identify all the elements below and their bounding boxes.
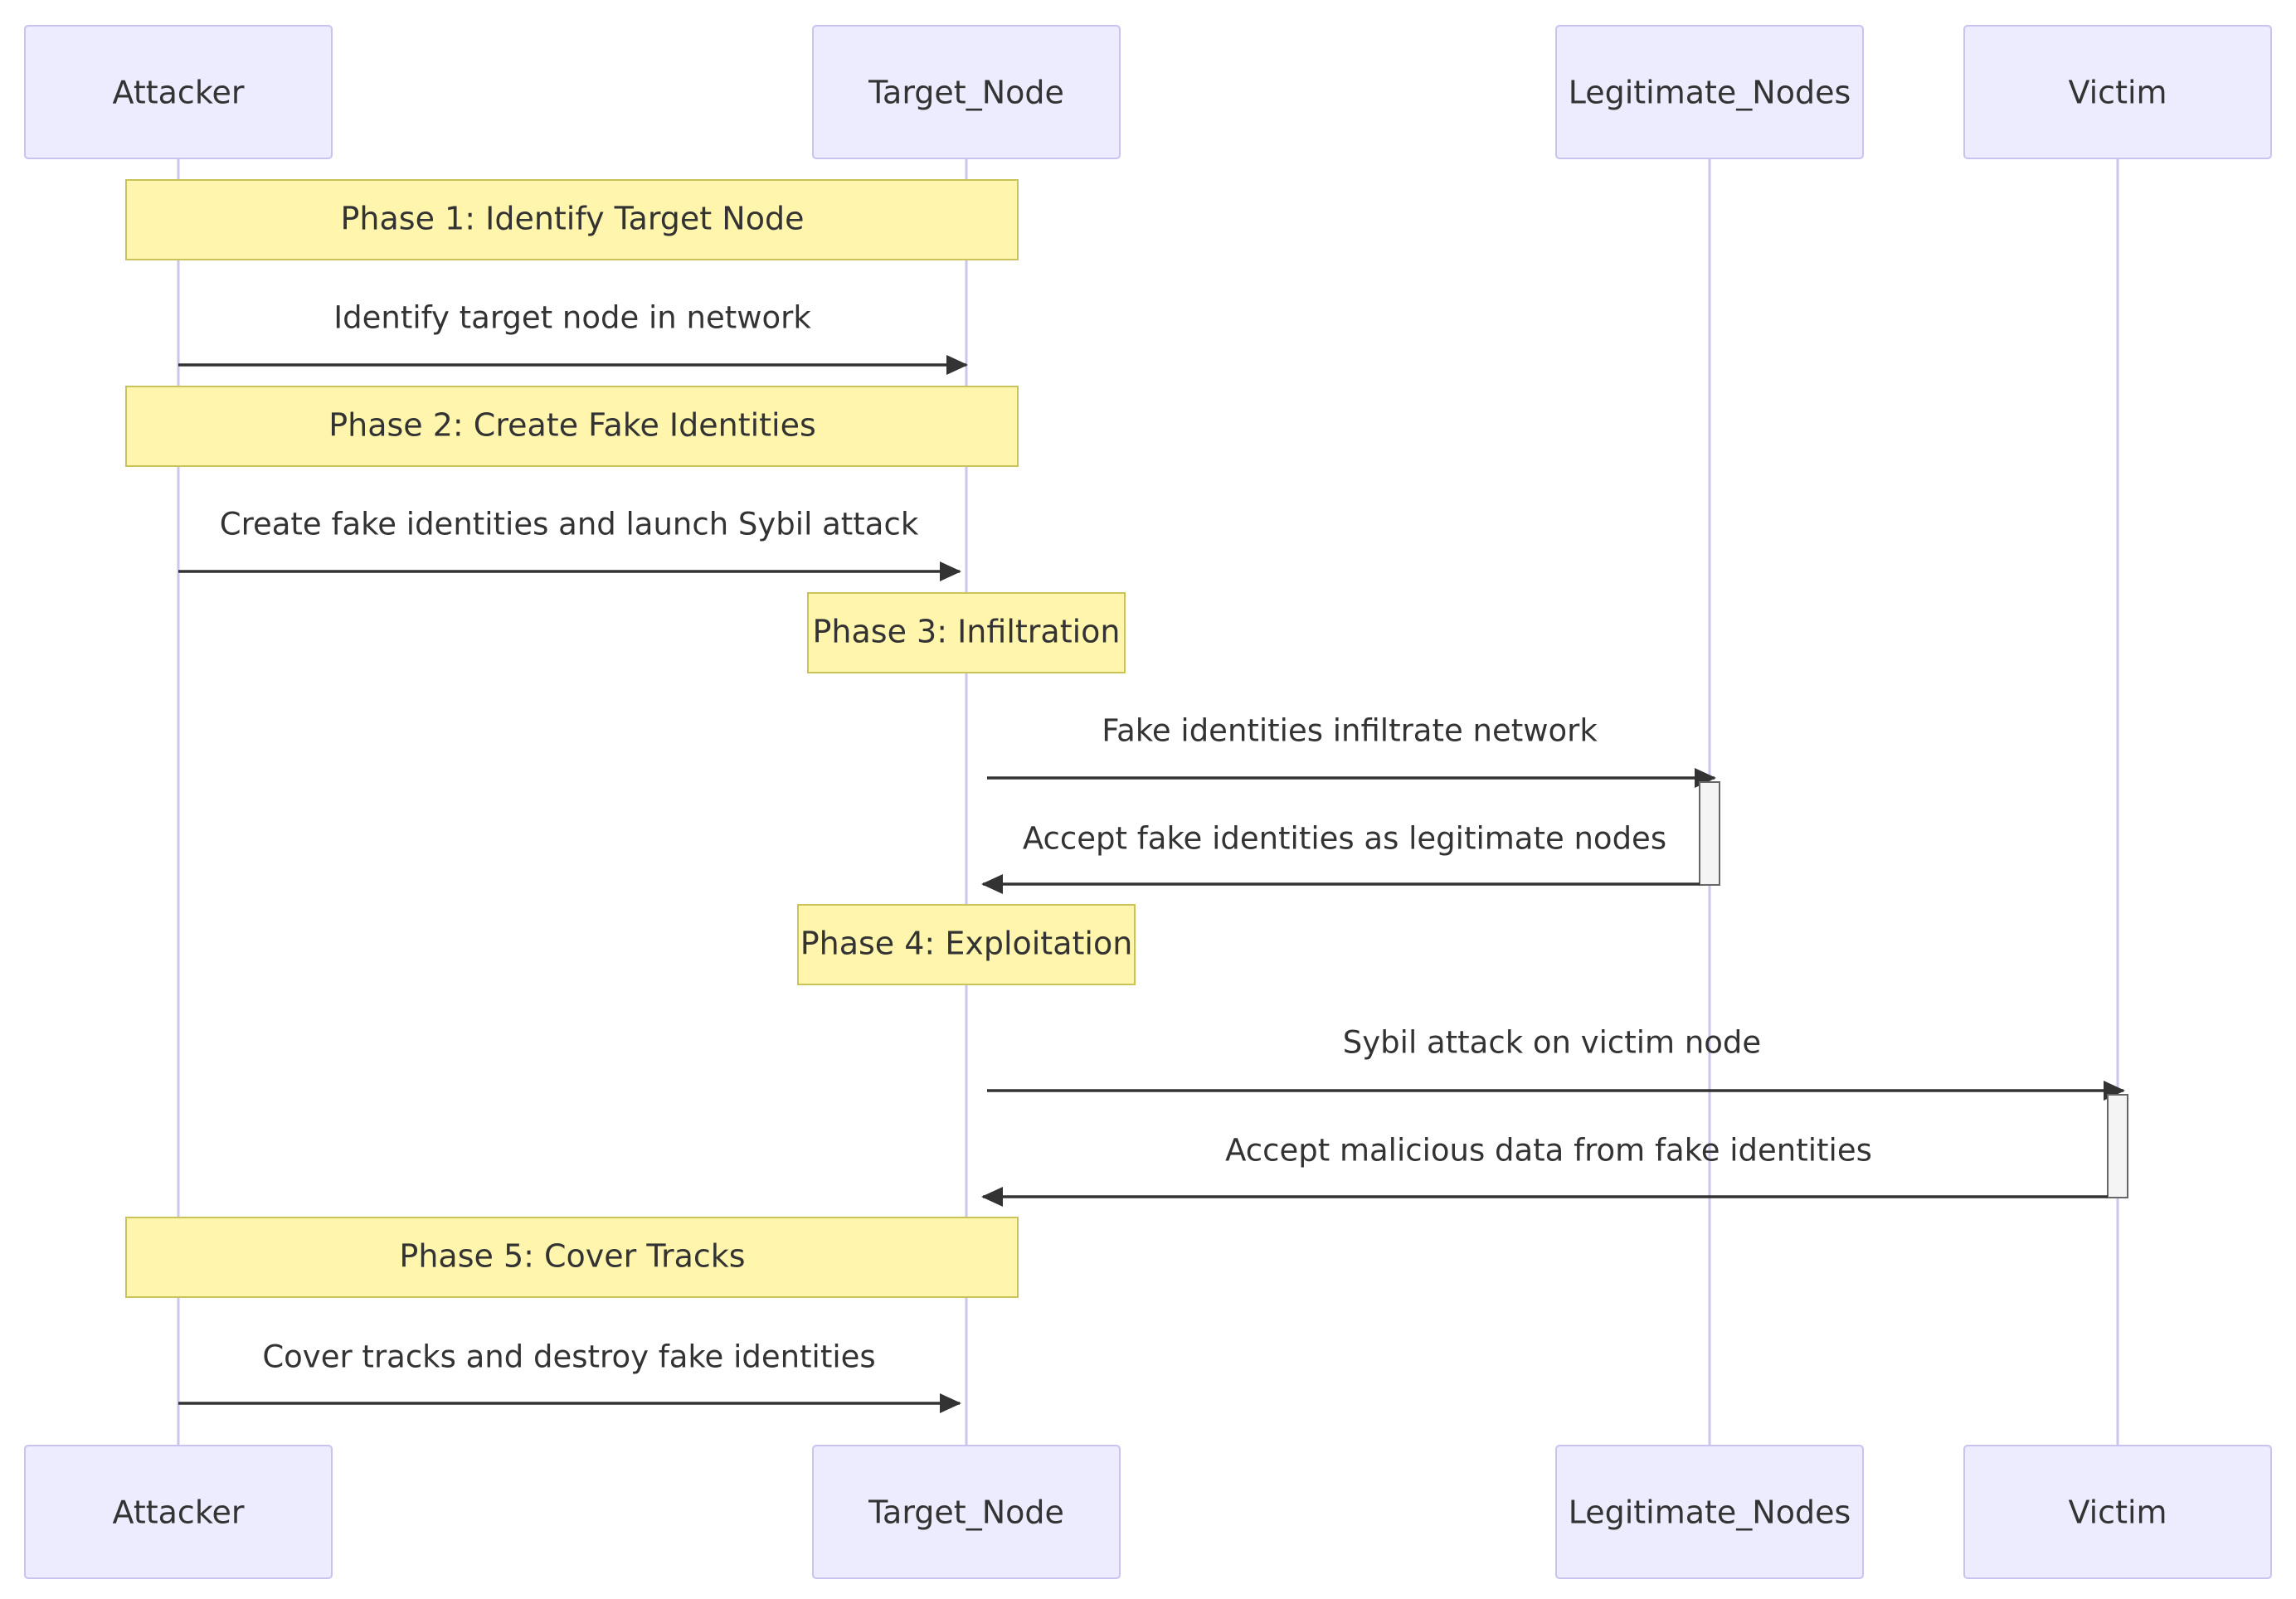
participant-attacker-top: Attacker [24, 25, 333, 159]
message-label: Sybil attack on victim node [1343, 1025, 1761, 1061]
participant-target-node-bottom: Target_Node [812, 1445, 1121, 1579]
message-create-fake-identities: Create fake identities and launch Sybil … [178, 507, 961, 581]
message-infiltrate: Fake identities infiltrate network [987, 713, 1716, 788]
participant-label: Legitimate_Nodes [1569, 75, 1851, 111]
message-cover-tracks: Cover tracks and destroy fake identities [178, 1339, 961, 1413]
message-label: Accept fake identities as legitimate nod… [1023, 821, 1666, 857]
message-label: Cover tracks and destroy fake identities [262, 1339, 875, 1375]
note-phase-4: Phase 4: Exploitation [797, 904, 1136, 985]
participant-label: Victim [2068, 75, 2167, 111]
participant-target-node-top: Target_Node [812, 25, 1121, 159]
message-label: Fake identities infiltrate network [1102, 713, 1598, 749]
note-phase-1: Phase 1: Identify Target Node [125, 179, 1019, 260]
message-sybil-attack: Sybil attack on victim node [987, 1025, 2125, 1101]
activation-legitimate-nodes [1699, 781, 1720, 886]
note-label: Phase 4: Exploitation [800, 926, 1133, 962]
participant-legitimate-nodes-top: Legitimate_Nodes [1555, 25, 1864, 159]
message-accept-malicious-data: Accept malicious data from fake identiti… [981, 1133, 2108, 1207]
note-phase-5: Phase 5: Cover Tracks [125, 1217, 1019, 1298]
participant-label: Attacker [113, 75, 245, 111]
participant-label: Target_Node [868, 1495, 1064, 1531]
participant-victim-bottom: Victim [1963, 1445, 2272, 1579]
note-phase-3: Phase 3: Infiltration [807, 592, 1126, 673]
message-label: Identify target node in network [333, 300, 811, 336]
activation-victim [2107, 1094, 2128, 1198]
participant-victim-top: Victim [1963, 25, 2272, 159]
participant-label: Attacker [113, 1495, 245, 1531]
participant-legitimate-nodes-bottom: Legitimate_Nodes [1555, 1445, 1864, 1579]
message-label: Accept malicious data from fake identiti… [1225, 1133, 1872, 1169]
participant-label: Victim [2068, 1495, 2167, 1531]
note-label: Phase 2: Create Fake Identities [328, 407, 816, 444]
participant-attacker-bottom: Attacker [24, 1445, 333, 1579]
note-label: Phase 5: Cover Tracks [399, 1238, 745, 1275]
participant-label: Target_Node [868, 75, 1064, 111]
message-accept-fake-identities: Accept fake identities as legitimate nod… [981, 821, 1700, 894]
message-identify-target: Identify target node in network [178, 300, 968, 375]
note-label: Phase 1: Identify Target Node [341, 201, 805, 237]
note-label: Phase 3: Infiltration [813, 614, 1121, 650]
message-label: Create fake identities and launch Sybil … [220, 507, 919, 542]
participant-label: Legitimate_Nodes [1569, 1495, 1851, 1531]
note-phase-2: Phase 2: Create Fake Identities [125, 386, 1019, 467]
